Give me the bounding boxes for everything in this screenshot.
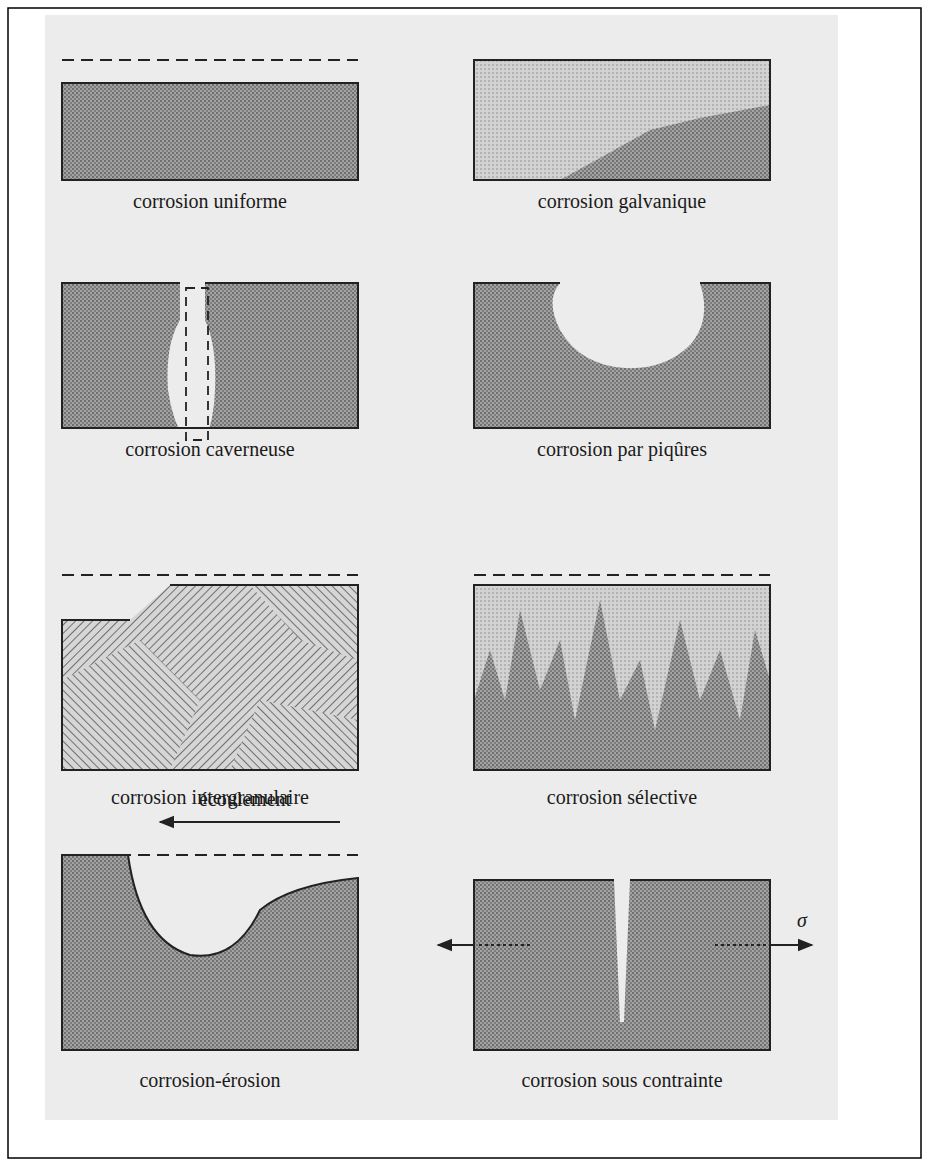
- stress-symbol: σ: [797, 909, 807, 931]
- caption: corrosion galvanique: [538, 190, 706, 212]
- caption: corrosion sélective: [547, 786, 698, 808]
- caption: corrosion sous contrainte: [521, 1069, 722, 1091]
- caption: corrosion uniforme: [133, 190, 287, 212]
- caption: corrosion-érosion: [139, 1069, 280, 1091]
- caption: corrosion par piqûres: [537, 438, 707, 460]
- flow-label: écoulement: [199, 788, 291, 810]
- caption: corrosion caverneuse: [125, 438, 294, 460]
